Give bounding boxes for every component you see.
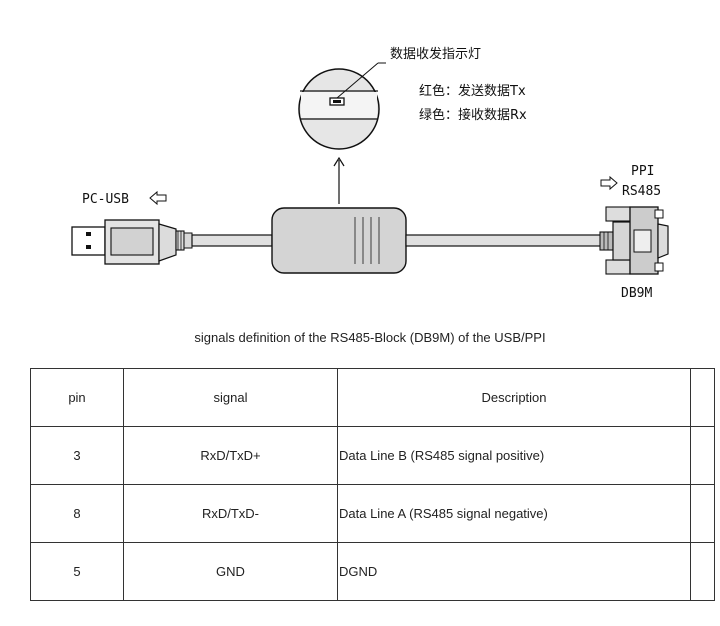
header-description: Description [337,368,691,427]
adapter-box [271,207,407,274]
pin-cell: 8 [30,484,124,543]
db9-label: DB9M [621,286,652,301]
cable-right [405,234,603,247]
led-magnifier [298,62,386,150]
indicator-red-label: 红色：发送数据Tx [419,83,526,99]
signal-cell: RxD/TxD+ [123,426,338,485]
table-side-cell [690,368,715,427]
header-pin: pin [30,368,124,427]
signal-definition-table: pin signal Description 3 RxD/TxD+ Data L… [30,368,715,601]
usb-ppi-cable-diagram: 数据收发指示灯 红色：发送数据Tx 绿色：接收数据Rx [71,46,669,301]
ppi-label: PPI [631,164,654,179]
description-cell: Data Line B (RS485 signal positive) [337,426,691,485]
indicator-title: 数据收发指示灯 [390,46,481,62]
table-caption: signals definition of the RS485-Block (D… [194,330,546,345]
left-arrow-icon [149,190,167,206]
db9-connector [599,206,669,275]
usb-label: PC-USB [82,192,129,207]
pin-cell: 3 [30,426,124,485]
table-side-cell [690,484,715,543]
description-cell: Data Line A (RS485 signal negative) [337,484,691,543]
rs485-label: RS485 [622,184,661,199]
header-signal: signal [123,368,338,427]
usb-plug [71,219,193,265]
description-cell: DGND [337,542,691,601]
signal-cell: RxD/TxD- [123,484,338,543]
pin-cell: 5 [30,542,124,601]
table-row: 5 GND DGND [30,542,715,601]
cable-left [191,234,273,247]
table-row: 8 RxD/TxD- Data Line A (RS485 signal neg… [30,484,715,543]
right-arrow-icon [600,175,618,191]
table-side-cell [690,426,715,485]
up-arrow [333,156,345,204]
table-row: 3 RxD/TxD+ Data Line B (RS485 signal pos… [30,426,715,485]
indicator-green-label: 绿色：接收数据Rx [419,107,527,123]
table-side-cell [690,542,715,601]
table-header-row: pin signal Description [30,368,715,427]
signal-cell: GND [123,542,338,601]
